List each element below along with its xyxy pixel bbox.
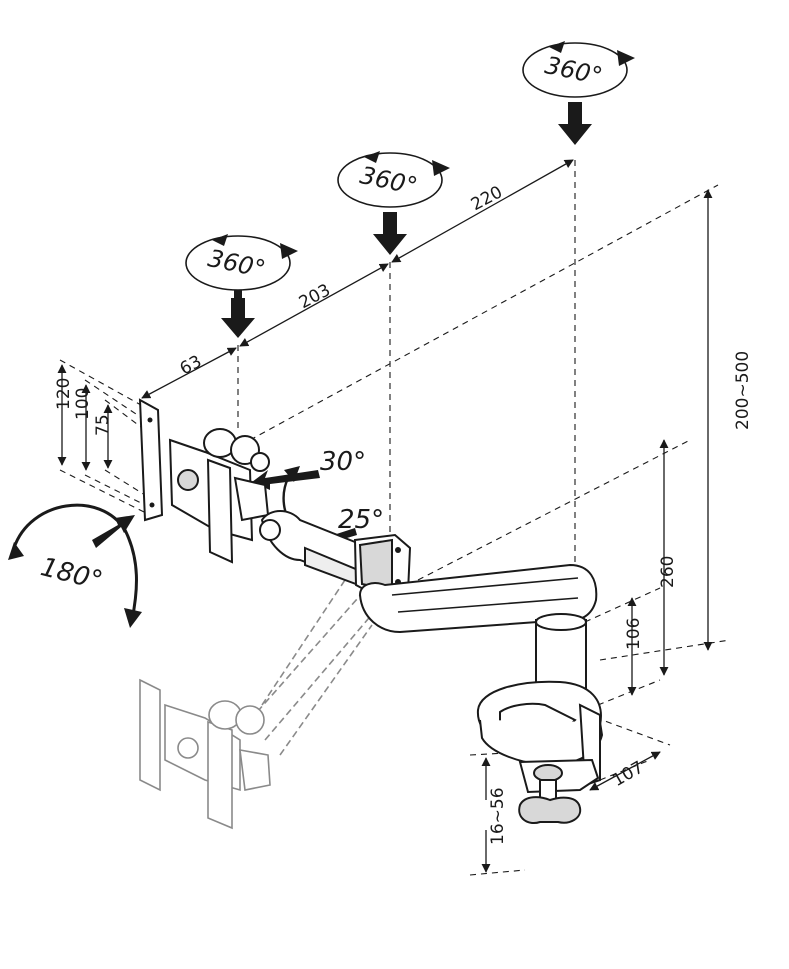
dim-arm-220: 220 <box>468 182 506 215</box>
swivel-indicator-2 <box>337 151 450 255</box>
dimension-lines <box>57 159 713 873</box>
swivel-label-3: 360° <box>543 51 605 90</box>
swivel-label-2: 360° <box>358 161 420 200</box>
upper-arm <box>358 563 598 634</box>
rotate-label: 180° <box>38 552 106 596</box>
vesa-plate <box>138 398 270 564</box>
swivel-label-1: 360° <box>206 244 268 283</box>
dim-vesa-120: 120 <box>54 378 74 410</box>
ghost-arm-position <box>139 579 381 830</box>
dim-desk-thickness: 16~56 <box>488 787 508 845</box>
dim-arm-203: 203 <box>296 280 334 313</box>
rotation-labels: 360° 360° 360° 180° 30° 25° <box>38 51 605 596</box>
dim-height-106: 106 <box>624 618 644 650</box>
swivel-indicator-1 <box>185 234 298 338</box>
dim-vesa-75: 75 <box>93 414 113 436</box>
desk-clamp <box>518 758 600 824</box>
swivel-indicator-3 <box>522 41 635 145</box>
middle-joint <box>353 533 412 600</box>
tilt-down-label: 25° <box>338 505 384 535</box>
dim-height-260: 260 <box>658 556 678 588</box>
rotate-indicator <box>8 503 142 628</box>
dimension-labels: 63 203 220 120 100 75 200~500 260 106 10… <box>54 182 753 845</box>
dim-arm-63: 63 <box>177 352 205 380</box>
pole-and-base <box>476 613 604 787</box>
tilt-up-label: 30° <box>320 447 366 477</box>
dim-vesa-100: 100 <box>73 388 93 420</box>
dim-height-range: 200~500 <box>733 351 753 430</box>
